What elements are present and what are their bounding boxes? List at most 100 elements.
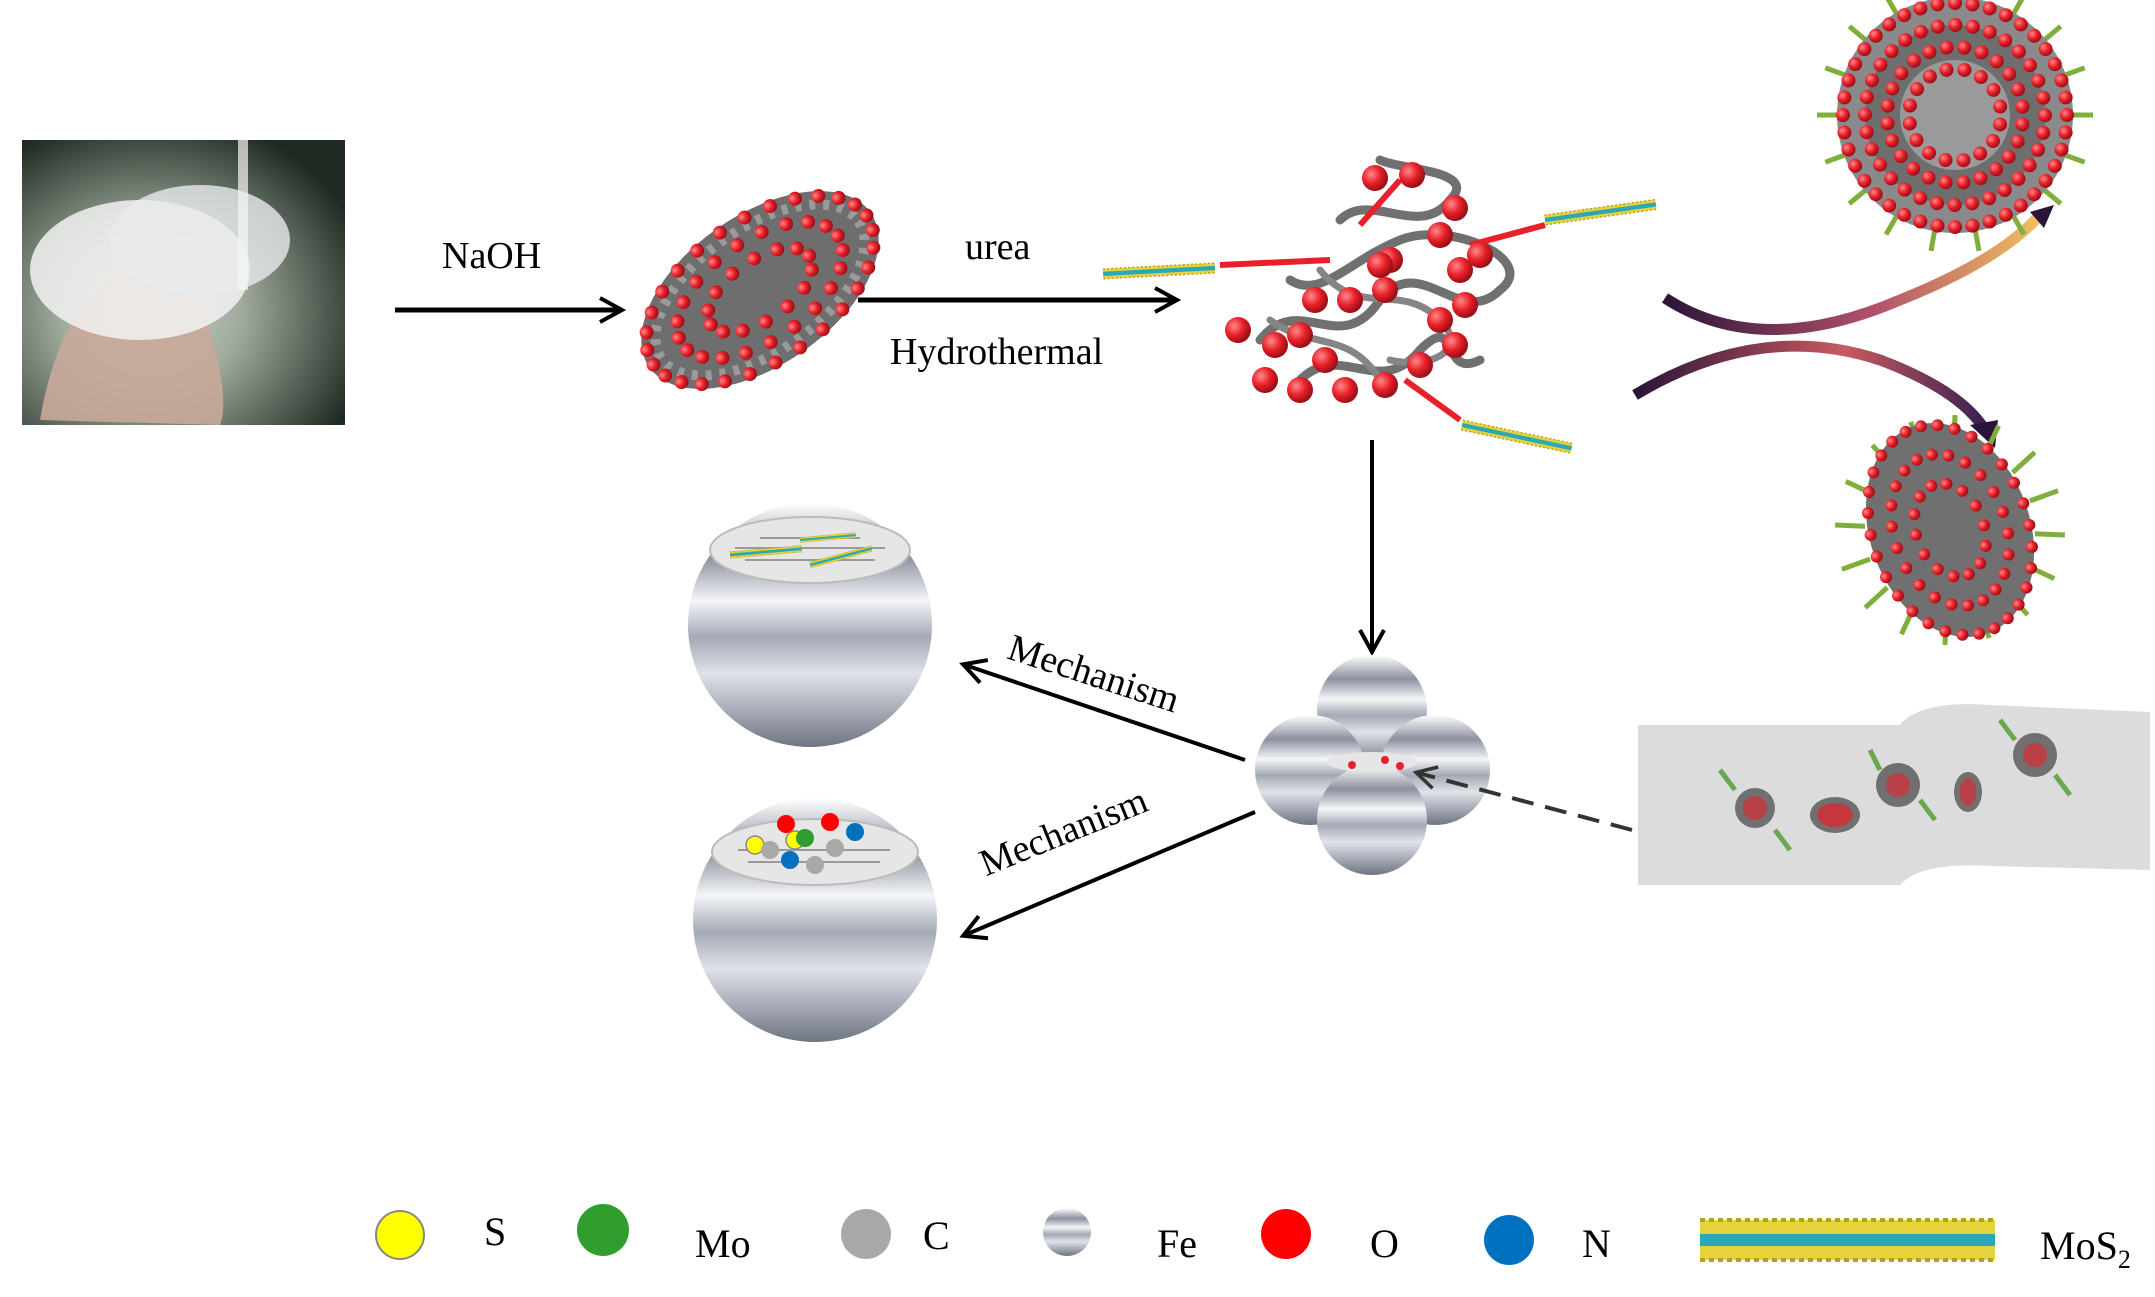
oxygen-dot: [1940, 477, 1953, 490]
oxygen-dot: [1909, 133, 1924, 148]
oxygen-dot: [644, 305, 659, 320]
oxygen-dot: [674, 375, 689, 390]
oxygen-dot: [1862, 507, 1875, 520]
legend-label-s: S: [484, 1209, 507, 1254]
oxygen-dot: [1925, 448, 1938, 461]
oxygen-dot: [1427, 222, 1453, 248]
oxygen-dot: [2023, 519, 2036, 532]
oxygen-dot: [1837, 90, 1852, 105]
oxygen-dot: [1948, 422, 1961, 435]
oxygen-dot: [735, 323, 750, 338]
oxygen-dot: [1909, 528, 1922, 541]
curved-arrow-top: [1661, 211, 2045, 335]
hydrothermal-label: Hydrothermal: [890, 331, 1104, 373]
oxygen-dot: [671, 330, 686, 345]
oxygen-dot: [1837, 125, 1852, 140]
oxygen-dot: [1897, 207, 1912, 222]
legend-label-mo: Mo: [695, 1221, 751, 1266]
oxygen-dot: [1993, 117, 2008, 132]
oxygen-dot: [1995, 458, 2008, 471]
oxygen-dot: [1957, 40, 1972, 55]
oxygen-dot: [1988, 622, 2001, 635]
oxygen-dot: [1969, 499, 1982, 512]
oxygen-dot: [1925, 479, 1938, 492]
oxygen-dot: [1948, 0, 1962, 10]
oxygen-dot: [1989, 54, 2004, 69]
oxygen-dot: [1367, 252, 1393, 278]
oxygen-dot: [694, 377, 709, 392]
oxygen-dot: [1857, 42, 1872, 57]
oxygen-dot: [1886, 435, 1899, 448]
sulfur-atom-icon: [375, 1210, 425, 1260]
oxygen-dot: [2031, 73, 2046, 88]
network-oxygen-dots: [1225, 162, 1493, 403]
oxygen-dot: [707, 255, 722, 270]
oxygen-atom-icon: [1261, 1209, 1311, 1259]
oxygen-dot: [2060, 108, 2074, 122]
steel-ball-mos2: [688, 503, 932, 747]
oxygen-dot: [2002, 66, 2017, 81]
oxygen-dot: [1898, 464, 1911, 477]
oxygen-dot: [655, 284, 670, 299]
oxygen-dot: [1956, 484, 1969, 497]
curved-arrow-bottom: [1632, 340, 1990, 434]
oxygen-dot: [1978, 519, 1991, 532]
dashed-arrow: [1412, 765, 1633, 832]
oxygen-dot: [866, 240, 881, 255]
oxygen-dot: [1930, 196, 1945, 211]
oxygen-dot: [1939, 40, 1954, 55]
mechanism-arrow-top: [959, 658, 1246, 762]
oxygen-dot: [2017, 497, 2030, 510]
oxygen-dot: [2023, 58, 2038, 73]
oxygen-dot: [1447, 257, 1473, 283]
oxygen-dot: [770, 242, 785, 257]
oxygen-dot: [639, 325, 654, 340]
oxygen-dot: [1965, 196, 1980, 211]
oxygen-dot: [1884, 133, 1899, 148]
oxygen-dot: [1841, 142, 1856, 157]
oxygen-dot: [1885, 499, 1898, 512]
oxygen-dot: [737, 210, 752, 225]
oxygen-dot: [1884, 171, 1899, 186]
oxygen-dot: [1930, 19, 1945, 34]
oxygen-dot: [1997, 183, 2012, 198]
oxygen-dot: [1848, 158, 1863, 173]
oxygen-dot: [2002, 527, 2015, 540]
oxygen-dot: [1287, 377, 1313, 403]
oxygen-dot: [2012, 598, 2025, 611]
oxygen-dot: [712, 225, 727, 240]
oxygen-dot: [1965, 218, 1980, 233]
oxygen-dot: [1399, 162, 1425, 188]
oxygen-dot: [1312, 347, 1338, 373]
oxygen-dot: [808, 301, 823, 316]
oxygen-dot: [1982, 1, 1997, 16]
oxygen-dot: [1965, 19, 1980, 34]
mos2-bristle: [1841, 556, 1871, 572]
oxygen-dot: [2058, 125, 2073, 140]
oxygen-dot: [1997, 505, 2010, 518]
oxygen-dot: [1922, 44, 1937, 59]
oxygen-dot: [1974, 557, 1987, 570]
oxygen-dot: [1372, 372, 1398, 398]
oxygen-dot: [1948, 18, 1963, 33]
oxygen-dot: [801, 214, 816, 229]
oxygen-dot: [797, 280, 812, 295]
oxygen-dot: [2011, 82, 2026, 97]
oxygen-dot: [1974, 45, 1989, 60]
oxygen-dot: [690, 243, 705, 258]
mos2-bristle: [2029, 488, 2059, 504]
oxygen-dot: [1910, 453, 1923, 466]
oxygen-dot: [738, 345, 753, 360]
oxygen-dot: [717, 374, 732, 389]
oxygen-dot: [1908, 508, 1921, 521]
oxygen-dot: [2011, 171, 2026, 186]
oxygen-dot: [831, 190, 846, 205]
oxygen-dot: [780, 299, 795, 314]
oxygen-dot: [1910, 82, 1925, 97]
molybdenum-atom-icon: [577, 1204, 629, 1256]
oxygen-dot: [1965, 0, 1980, 12]
oxygen-dot: [754, 224, 769, 239]
oxygen-dot: [742, 367, 757, 382]
oxygen-dot: [676, 295, 691, 310]
oxygen-dot: [815, 322, 830, 337]
